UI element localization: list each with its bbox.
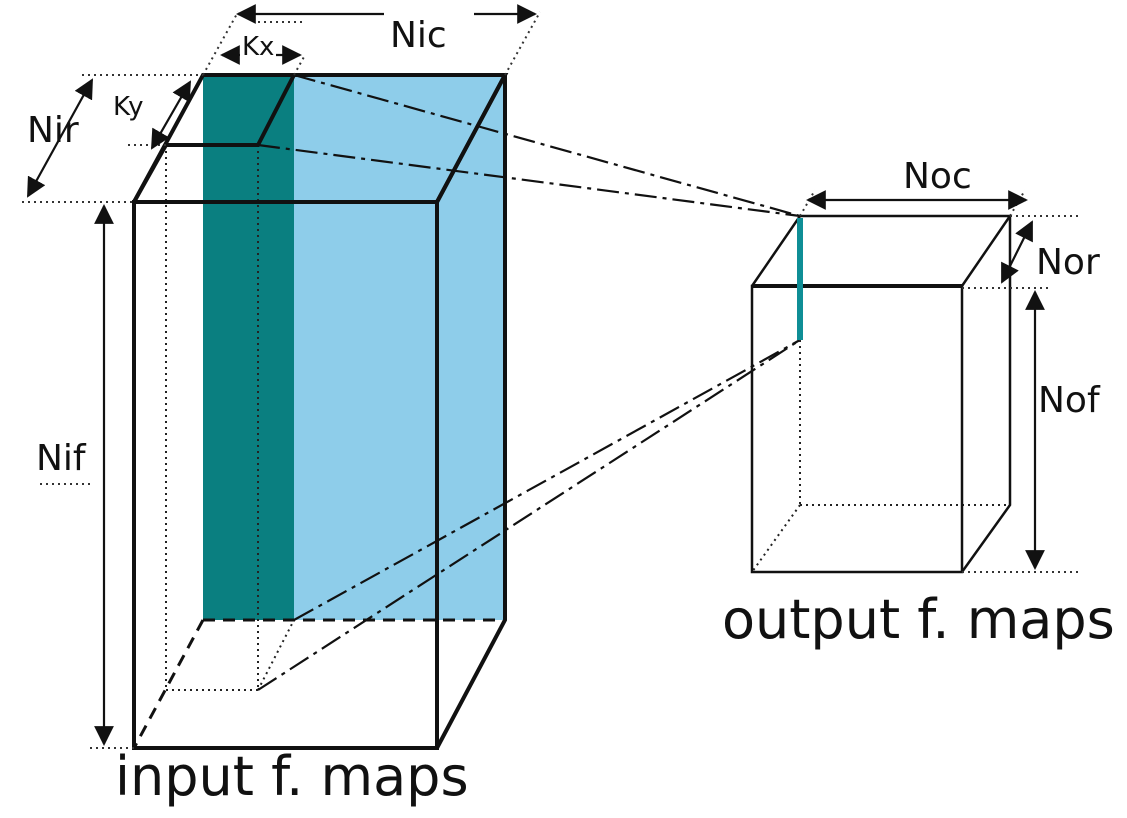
right-top-edge xyxy=(435,74,507,203)
nif-label: Nif xyxy=(36,438,87,479)
input-volume xyxy=(132,73,509,750)
output-dimensions: Noc Nor Nof xyxy=(799,156,1101,573)
noc-label: Noc xyxy=(903,156,972,197)
guide-line xyxy=(202,11,239,76)
hidden-edge-diagonal xyxy=(132,619,205,749)
projection-line xyxy=(257,339,801,691)
front-face xyxy=(132,200,439,750)
ky-arrow xyxy=(151,80,191,150)
output-caption: output f. maps xyxy=(722,588,1115,651)
output-right-face xyxy=(960,216,1012,573)
kernel-top-outline-left xyxy=(132,144,168,203)
guide-line xyxy=(504,11,541,76)
nir-label: Nir xyxy=(27,110,79,151)
right-face-edges xyxy=(435,75,507,749)
hidden-edge xyxy=(751,504,801,573)
guide-line xyxy=(1009,189,1026,217)
output-volume xyxy=(750,214,1013,574)
kx-label-bg xyxy=(240,32,276,58)
output-top-face xyxy=(750,214,1013,287)
output-pixel xyxy=(797,218,803,340)
nor-arrow xyxy=(1001,220,1033,284)
projection-line xyxy=(293,339,801,621)
input-caption: input f. maps xyxy=(115,745,469,808)
ky-label: Ky xyxy=(113,92,144,122)
kernel-slice xyxy=(203,75,294,620)
nir-arrow xyxy=(27,78,93,198)
nic-label: Nic xyxy=(390,15,447,56)
output-front-face xyxy=(750,284,964,574)
guide-line xyxy=(293,54,306,76)
input-dimensions: Nic Kx Ky Nir Nif xyxy=(22,0,541,749)
hidden-edge xyxy=(257,619,295,691)
nor-label: Nor xyxy=(1036,242,1100,283)
projection-lines xyxy=(257,73,801,691)
nof-label: Nof xyxy=(1038,380,1101,421)
guide-line xyxy=(799,189,816,217)
nic-label-bg xyxy=(384,0,474,34)
kx-label: Kx xyxy=(242,32,274,62)
projection-line xyxy=(257,143,801,218)
projection-line xyxy=(293,73,801,218)
